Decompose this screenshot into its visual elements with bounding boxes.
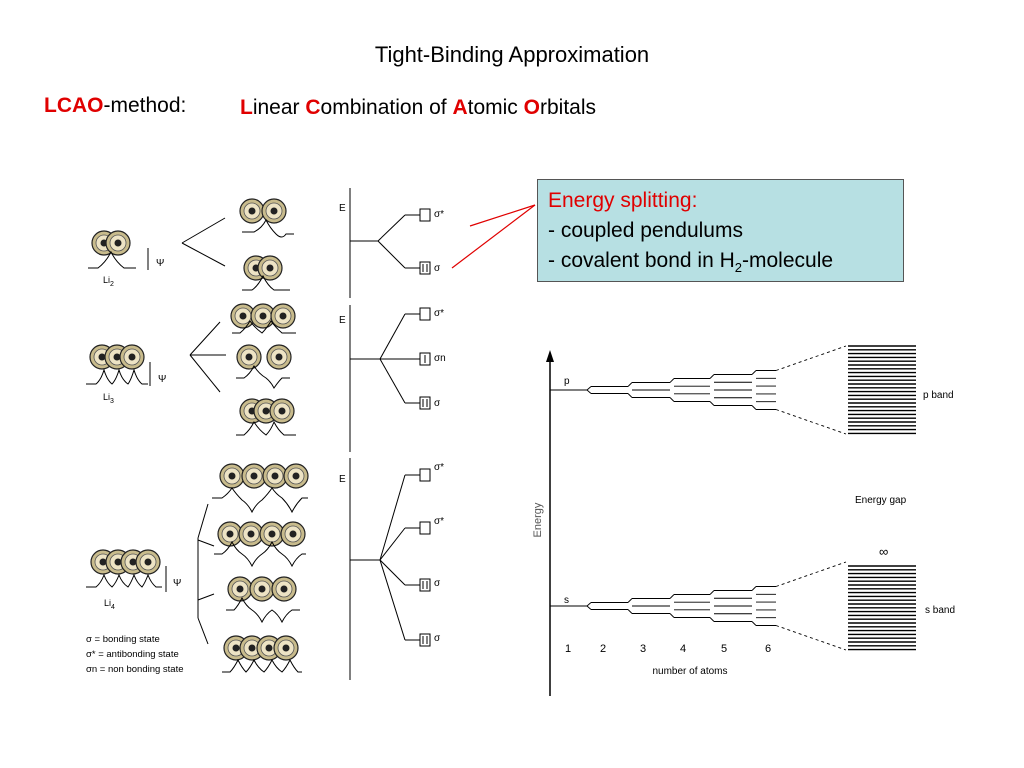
li2-psi: Ψ xyxy=(156,258,164,269)
callout-item2-sub: 2 xyxy=(734,260,743,276)
e-label-li2: E xyxy=(339,203,346,214)
atom-count-3: 3 xyxy=(640,643,646,655)
p-edge-top-5 xyxy=(751,370,757,375)
sigma-legend: σ = bonding state σ* = antibonding state… xyxy=(86,634,184,675)
molecule-li3: Ψ Li3 xyxy=(86,303,296,436)
level-li2-bonding: σ xyxy=(434,263,441,274)
li2-label: Li2 xyxy=(103,275,114,288)
p-edge-bot-3 xyxy=(669,397,675,402)
level-li4-bonding-1: σ xyxy=(434,578,441,589)
expansion-initial-l: L xyxy=(240,96,253,119)
callout-item-pendulums: - coupled pendulums xyxy=(548,219,743,242)
p-edge-bot-2 xyxy=(627,393,633,398)
p-fan-out xyxy=(775,345,847,435)
s-band-label: s band xyxy=(925,605,955,616)
p-level-branches xyxy=(550,345,847,435)
callout-pointer xyxy=(451,204,536,269)
energy-splitting-callout: Energy splitting: - coupled pendulums - … xyxy=(537,179,904,282)
energy-levels-li4 xyxy=(349,458,431,680)
p-edge-top-3 xyxy=(669,378,675,383)
legend-nonbonding: σn = non bonding state xyxy=(86,664,184,675)
energy-levels-li2 xyxy=(349,188,431,298)
level-li4-antibonding-1: σ* xyxy=(434,462,444,473)
s-edge-bot-2 xyxy=(627,609,633,614)
atom-count-5: 5 xyxy=(721,643,727,655)
band-diagram: Energy p s p band s band Energy gap ∞ 1 … xyxy=(532,345,955,696)
s-edge-top-3 xyxy=(669,594,675,599)
s-edge-bot-3 xyxy=(669,613,675,618)
callout-item2-post: -molecule xyxy=(742,249,834,272)
energy-axis-label: Energy xyxy=(532,502,544,537)
expansion-initial-a: A xyxy=(452,96,468,119)
s-level-label: s xyxy=(564,595,569,606)
p-edge-top-4 xyxy=(709,374,715,379)
s-band xyxy=(848,565,916,651)
expansion-word-atomic: tomic xyxy=(467,96,524,119)
expansion-initial-c: C xyxy=(305,96,321,119)
p-edge-top-1 xyxy=(586,386,592,391)
molecule-li2: Ψ Li2 xyxy=(88,198,294,291)
callout-heading: Energy splitting: xyxy=(548,189,698,212)
s-edge-bot-4 xyxy=(709,617,715,622)
s-edge-top-5 xyxy=(751,586,757,591)
lcao-expansion: Linear Combination of Atomic Orbitals xyxy=(240,96,596,120)
callout-item-covalent: - covalent bond in H2-molecule xyxy=(548,246,893,283)
infinity-symbol: ∞ xyxy=(879,544,888,559)
s-edge-bot-1 xyxy=(586,605,592,610)
energy-axis-arrow xyxy=(546,350,554,362)
s-level-branches xyxy=(550,561,847,651)
p-band-label: p band xyxy=(923,390,954,401)
p-edge-bot-1 xyxy=(586,389,592,394)
p-level-label: p xyxy=(564,376,570,387)
p-edge-bot-5 xyxy=(751,405,757,410)
s-fan-out xyxy=(775,561,847,651)
expansion-initial-o: O xyxy=(523,96,540,119)
li4-psi: Ψ xyxy=(173,578,181,589)
level-li3-antibonding: σ* xyxy=(434,308,444,319)
li4-label: Li4 xyxy=(104,598,115,611)
level-li3-nonbonding: σn xyxy=(434,353,446,364)
s-edge-top-1 xyxy=(586,602,592,607)
lcao-method-text: -method: xyxy=(103,94,187,117)
e-label-li4: E xyxy=(339,474,346,485)
expansion-word-combination: ombination of xyxy=(320,96,453,119)
p-edge-bot-4 xyxy=(709,401,715,406)
expansion-word-orbitals: rbitals xyxy=(539,96,597,119)
x-axis-label: number of atoms xyxy=(652,666,727,677)
callout-item2-pre: - covalent bond in H xyxy=(548,249,735,272)
energy-levels-li3 xyxy=(349,305,431,452)
lcao-method-label: LCAO-method: xyxy=(44,94,186,118)
li3-label: Li3 xyxy=(103,392,114,405)
expansion-word-linear: inear xyxy=(252,96,306,119)
level-li2-antibonding: σ* xyxy=(434,209,444,220)
energy-gap-label: Energy gap xyxy=(855,495,907,506)
lcao-abbr: LCAO xyxy=(44,94,104,117)
atom-count-1: 1 xyxy=(565,643,571,655)
page-title: Tight-Binding Approximation xyxy=(374,42,650,67)
atom-count-4: 4 xyxy=(680,643,686,655)
level-li3-bonding: σ xyxy=(434,398,441,409)
li3-psi: Ψ xyxy=(158,374,166,385)
atom-count-6: 6 xyxy=(765,643,771,655)
atom-count-2: 2 xyxy=(600,643,606,655)
s-edge-bot-5 xyxy=(751,621,757,626)
s-edge-top-4 xyxy=(709,590,715,595)
e-label-li3: E xyxy=(339,315,346,326)
p-edge-top-2 xyxy=(627,382,633,387)
molecule-li4: Ψ Li4 xyxy=(86,463,309,673)
level-li4-antibonding-2: σ* xyxy=(434,516,444,527)
level-li4-bonding-2: σ xyxy=(434,633,441,644)
s-edge-top-2 xyxy=(627,598,633,603)
p-band xyxy=(848,345,916,435)
legend-bonding: σ = bonding state xyxy=(86,634,160,645)
legend-antibonding: σ* = antibonding state xyxy=(86,649,179,660)
